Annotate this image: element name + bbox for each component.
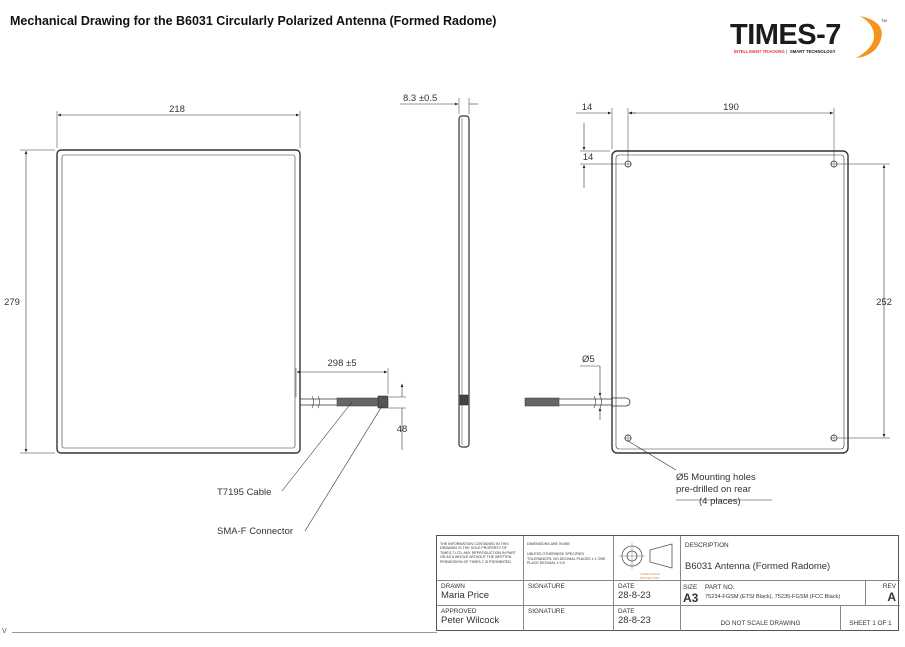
holes-note-line2: pre-drilled on rear [676, 484, 751, 495]
logo-tagline-a: INTELLIGENT TRACKING [734, 49, 785, 54]
times7-logo: TIMES-7 TM INTELLIGENT TRACKING | SMART … [730, 16, 887, 58]
dim-252: 252 [876, 297, 892, 308]
logo-tagline-sep: | [786, 49, 787, 54]
approved-date-label: DATE [618, 608, 635, 615]
description-value: B6031 Antenna (Formed Radome) [685, 561, 831, 572]
side-panel-outline [458, 115, 470, 448]
description-cell: DESCRIPTION B6031 Antenna (Formed Radome… [681, 536, 900, 581]
cable-leader [281, 401, 353, 492]
approved-cell: APPROVED Peter Wilcock [437, 606, 524, 631]
mounting-hole-bl [624, 434, 632, 442]
drawn-signature-label: SIGNATURE [528, 583, 565, 590]
approved-date: 28-8-23 [618, 615, 651, 626]
drawn-signature-cell: SIGNATURE [524, 581, 614, 606]
logo-tagline-b: SMART TECHNOLOGY [790, 49, 836, 54]
part-no-label: PART NO. [705, 584, 735, 591]
drawn-date: 28-8-23 [618, 590, 651, 601]
drawn-label: DRAWN [441, 583, 465, 590]
title-block: THE INFORMATION CONTAINED IN THIS DRAWIN… [436, 535, 900, 631]
cable-label: T7195 Cable [217, 487, 271, 498]
approved-signature-label: SIGNATURE [528, 608, 565, 615]
front-panel-inner [61, 154, 296, 449]
dim-279: 279 [4, 297, 20, 308]
drawn-cell: DRAWN Maria Price [437, 581, 524, 606]
tolerance-cell: DIMENSIONS ARE IN mm UNLESS OTHERWISE SP… [524, 536, 614, 581]
part-no-cell: SIZE A3 PART NO. 75234-FGSM (ETSI Black)… [681, 581, 866, 606]
front-panel-outline [56, 149, 301, 454]
approved-date-cell: DATE 28-8-23 [614, 606, 681, 631]
dim-190: 190 [723, 102, 739, 113]
projection-cell: THIRD ANGLE PROJECTION [614, 536, 681, 581]
connector-leader [304, 405, 383, 532]
footer-mark: V [2, 628, 7, 635]
info-text: THE INFORMATION CONTAINED IN THIS DRAWIN… [440, 542, 516, 564]
size-value: A3 [683, 591, 699, 605]
rear-view [524, 108, 890, 501]
dims-note: DIMENSIONS ARE IN mm [527, 542, 570, 546]
cable-break [311, 395, 320, 409]
size-label: SIZE [683, 584, 698, 591]
tolerance-text: UNLESS OTHERWISE SPECIFIED TOLERANCES: N… [527, 552, 606, 566]
dim-14x: 14 [582, 102, 593, 113]
dim-218: 218 [169, 104, 185, 115]
rear-connector [524, 397, 560, 407]
description-label: DESCRIPTION [685, 542, 729, 549]
scale-note-cell: DO NOT SCALE DRAWING [681, 606, 841, 631]
front-view [20, 111, 406, 532]
approved-label: APPROVED [441, 608, 477, 615]
approved-by: Peter Wilcock [441, 615, 500, 626]
cable-slot [612, 397, 631, 407]
side-view [400, 98, 478, 448]
scale-note: DO NOT SCALE DRAWING [720, 620, 801, 627]
drawn-date-cell: DATE 28-8-23 [614, 581, 681, 606]
sheet-cell: SHEET 1 OF 1 [841, 606, 900, 631]
holes-leader [627, 440, 677, 471]
holes-note-line3: (4 places) [699, 496, 741, 507]
dim-14y: 14 [583, 152, 594, 163]
info-cell: THE INFORMATION CONTAINED IN THIS DRAWIN… [437, 536, 524, 581]
logo-swoosh [856, 16, 882, 58]
part-no-value: 75234-FGSM (ETSI Black), 75235-FGSM (FCC… [705, 594, 841, 600]
side-connector [459, 394, 469, 406]
dim-298: 298 ±5 [328, 358, 357, 369]
connector-label: SMA-F Connector [217, 526, 293, 537]
mounting-hole-tr [830, 160, 838, 168]
dim-dia5: Ø5 [582, 354, 595, 365]
rev-value: A [887, 590, 896, 604]
rev-cell: REV A [866, 581, 900, 606]
dim-48: 48 [397, 424, 408, 435]
approved-signature-cell: SIGNATURE [524, 606, 614, 631]
rear-panel-inner [615, 154, 845, 450]
rev-label: REV [882, 583, 896, 590]
sheet-value: SHEET 1 OF 1 [849, 620, 892, 627]
logo-wordmark: TIMES-7 [730, 19, 841, 51]
holes-note-line1: Ø5 Mounting holes [676, 472, 756, 483]
footer-rule [12, 632, 437, 633]
rear-panel-outline [611, 150, 849, 454]
third-angle-projection-icon [619, 543, 673, 569]
projection-caption: THIRD ANGLE PROJECTION [640, 572, 661, 581]
logo-trademark: TM [881, 18, 887, 23]
mounting-hole-tl [624, 160, 632, 168]
drawn-date-label: DATE [618, 583, 635, 590]
page-title: Mechanical Drawing for the B6031 Circula… [10, 14, 497, 28]
drawn-by: Maria Price [441, 590, 490, 601]
mounting-hole-br [830, 434, 838, 442]
dim-thickness: 8.3 ±0.5 [403, 93, 437, 104]
